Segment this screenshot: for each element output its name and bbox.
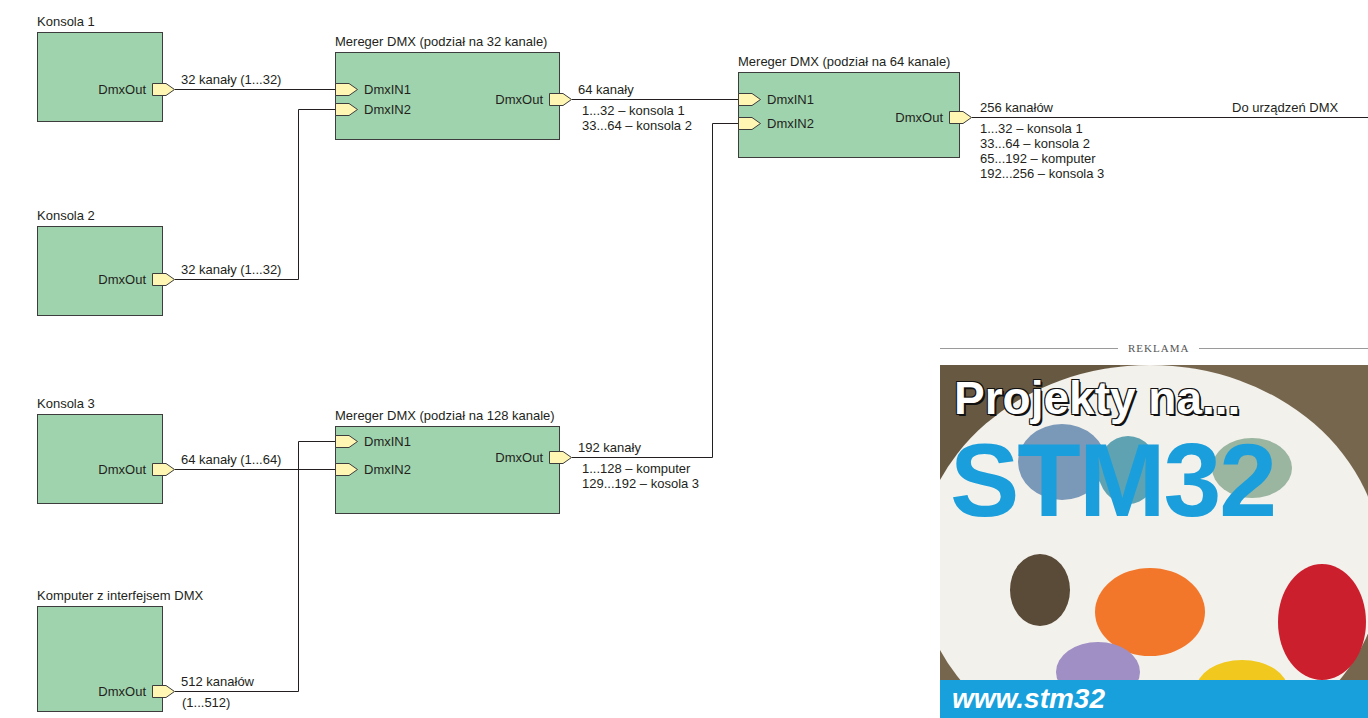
channel-count: 192 kanały	[578, 440, 641, 455]
destination-label: Do urządzeń DMX	[1232, 100, 1338, 115]
port-connector	[152, 273, 175, 286]
device-box: DmxIN1DmxIN2 DmxOut	[335, 52, 560, 140]
port-name: DmxIN2	[364, 102, 411, 117]
port-connector	[152, 463, 175, 476]
device-title: Konsola 1	[37, 14, 163, 29]
device-title: Komputer z interfejsem DMX	[37, 588, 163, 603]
ad-headline: Projekty na...	[954, 372, 1240, 424]
port-shape	[739, 93, 761, 105]
port-shape	[153, 83, 175, 95]
device-box: DmxOut	[37, 32, 163, 122]
dmx-cable	[572, 99, 738, 100]
paint-blob	[1278, 564, 1366, 680]
device-node: Mereger DMX (podział na 128 kanale) DmxIN…	[335, 408, 560, 514]
paint-blob	[1095, 568, 1205, 656]
port-connector	[738, 117, 761, 130]
dmx-cable	[175, 89, 335, 90]
port-name: DmxOut	[98, 82, 146, 97]
port-connector	[949, 111, 972, 124]
channel-map: 33...64 – konsola 2	[582, 118, 692, 133]
channel-range: (1...512)	[182, 695, 230, 710]
device-title: Mereger DMX (podział na 32 kanale)	[335, 34, 560, 49]
channel-map: 1...32 – konsola 1	[582, 103, 685, 118]
device-node: Konsola 1 DmxOut	[37, 14, 163, 122]
channel-count: 32 kanały (1...32)	[181, 72, 281, 87]
ad-strip	[940, 680, 1368, 718]
dmx-cable	[175, 469, 335, 470]
channel-map: 192...256 – konsola 3	[980, 166, 1104, 181]
port-shape	[550, 451, 572, 463]
port-shape	[336, 103, 358, 115]
device-box: DmxIN1DmxIN2 DmxOut	[738, 72, 960, 158]
device-title: Konsola 3	[37, 396, 163, 411]
channel-count: 64 kanały	[578, 82, 634, 97]
dmx-cable	[572, 124, 738, 458]
port-shape	[739, 117, 761, 129]
channel-map: 1...32 – konsola 1	[980, 121, 1083, 136]
port-name: DmxIN1	[767, 92, 814, 107]
port-connector	[549, 93, 572, 106]
port-connector	[152, 83, 175, 96]
device-box: DmxOut	[37, 414, 163, 504]
device-node: Konsola 2 DmxOut	[37, 208, 163, 316]
port-shape	[336, 463, 358, 475]
channel-map: 129...192 – kosola 3	[582, 476, 699, 491]
port-name: DmxOut	[98, 684, 146, 699]
port-shape	[153, 273, 175, 285]
channel-count: 256 kanałów	[980, 100, 1053, 115]
device-title: Mereger DMX (podział na 64 kanale)	[738, 54, 960, 69]
port-name: DmxOut	[495, 92, 543, 107]
port-connector	[335, 463, 358, 476]
port-connector	[738, 93, 761, 106]
port-connector	[335, 103, 358, 116]
ad-tag: REKLAMA	[1118, 341, 1199, 355]
ad-brand: STM32	[950, 428, 1275, 532]
output-line	[972, 117, 1368, 118]
palette	[940, 365, 1368, 718]
port-connector	[335, 435, 358, 448]
port-name: DmxOut	[495, 450, 543, 465]
device-title: Mereger DMX (podział na 128 kanale)	[335, 408, 560, 423]
channel-count: 512 kanałów	[181, 674, 254, 689]
connector-layer	[175, 90, 738, 692]
device-box: DmxOut	[37, 606, 163, 712]
port-shape	[153, 463, 175, 475]
port-shape	[153, 685, 175, 697]
port-name: DmxIN2	[364, 462, 411, 477]
dmx-cable	[175, 442, 335, 692]
ad-url: www.stm32	[952, 683, 1105, 715]
channel-map: 65...192 – komputer	[980, 151, 1096, 166]
channel-map: 1...128 – komputer	[582, 461, 690, 476]
port-shape	[336, 435, 358, 447]
port-shape	[550, 93, 572, 105]
device-node: Mereger DMX (podział na 32 kanale) DmxIN1…	[335, 34, 560, 140]
port-connector	[549, 451, 572, 464]
device-box: DmxOut	[37, 226, 163, 316]
port-name: DmxOut	[895, 110, 943, 125]
port-name: DmxOut	[98, 272, 146, 287]
ad-illustration	[940, 365, 1368, 718]
port-name: DmxIN2	[767, 116, 814, 131]
port-shape	[950, 111, 972, 123]
device-node: Konsola 3 DmxOut	[37, 396, 163, 504]
port-name: DmxOut	[98, 462, 146, 477]
device-box: DmxIN1DmxIN2 DmxOut	[335, 426, 560, 514]
device-title: Konsola 2	[37, 208, 163, 223]
palette-hole	[1010, 554, 1070, 626]
channel-count: 32 kanały (1...32)	[181, 262, 281, 277]
port-name: DmxIN1	[364, 434, 411, 449]
port-connector	[152, 685, 175, 698]
port-name: DmxIN1	[364, 82, 411, 97]
device-node: Komputer z interfejsem DMX DmxOut	[37, 588, 163, 712]
dmx-cable	[175, 110, 335, 280]
device-node: Mereger DMX (podział na 64 kanale) DmxIN1…	[738, 54, 960, 158]
port-connector	[335, 83, 358, 96]
channel-map: 33...64 – konsola 2	[980, 136, 1090, 151]
port-shape	[336, 83, 358, 95]
channel-count: 64 kanały (1...64)	[181, 452, 281, 467]
